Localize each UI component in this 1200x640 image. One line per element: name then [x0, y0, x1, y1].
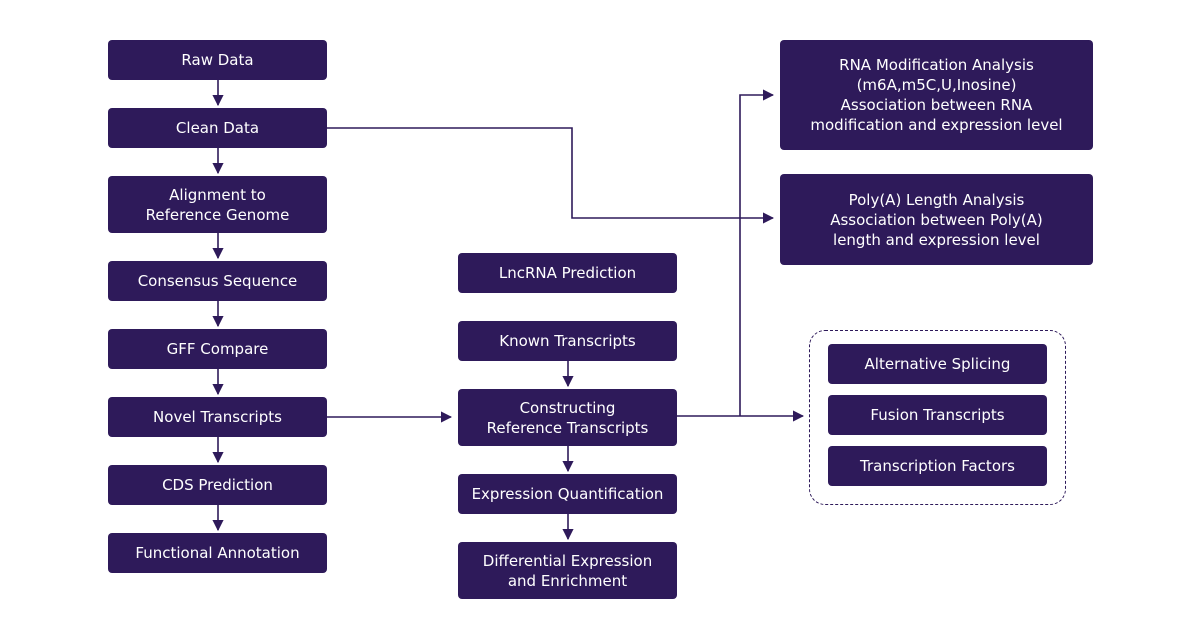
cds-prediction-label: CDS Prediction [162, 476, 273, 494]
constructing-reference-box: Constructing Reference Transcripts [458, 389, 677, 446]
novel-transcripts-box: Novel Transcripts [108, 397, 327, 437]
consensus-sequence-label: Consensus Sequence [137, 272, 298, 290]
lncrna-prediction-label: LncRNA Prediction [498, 264, 637, 282]
expression-quantification-label: Expression Quantification [471, 485, 664, 503]
polya-length-label: Poly(A) Length Analysis Association betw… [830, 190, 1043, 249]
consensus-sequence-box: Consensus Sequence [108, 261, 327, 301]
constructing-reference-label: Constructing Reference Transcripts [486, 398, 649, 437]
alternative-splicing-label: Alternative Splicing [864, 355, 1011, 373]
analysis-group [809, 330, 1066, 505]
alignment-box: Alignment to Reference Genome [108, 176, 327, 233]
cds-prediction-box: CDS Prediction [108, 465, 327, 505]
known-transcripts-box: Known Transcripts [458, 321, 677, 361]
arrow-constructing-to-rna-modification [739, 89, 775, 416]
gff-compare-box: GFF Compare [108, 329, 327, 369]
differential-expression-label: Differential Expression and Enrichment [482, 551, 653, 590]
polya-length-box: Poly(A) Length Analysis Association betw… [780, 174, 1093, 265]
alternative-splicing-box: Alternative Splicing [828, 344, 1047, 384]
fusion-transcripts-label: Fusion Transcripts [870, 406, 1005, 424]
clean-data-label: Clean Data [175, 119, 260, 137]
gff-compare-label: GFF Compare [166, 340, 269, 358]
novel-transcripts-label: Novel Transcripts [153, 408, 282, 426]
arrow-clean-to-polya [327, 127, 775, 224]
rna-modification-label: RNA Modification Analysis (m6A,m5C,U,Ino… [810, 56, 1063, 134]
fusion-transcripts-box: Fusion Transcripts [828, 395, 1047, 435]
rna-modification-box: RNA Modification Analysis (m6A,m5C,U,Ino… [780, 40, 1093, 150]
raw-data-box: Raw Data [108, 40, 327, 80]
differential-expression-box: Differential Expression and Enrichment [458, 542, 677, 599]
functional-annotation-label: Functional Annotation [135, 544, 300, 562]
alignment-label: Alignment to Reference Genome [145, 185, 290, 224]
lncrna-prediction-box: LncRNA Prediction [458, 253, 677, 293]
transcription-factors-box: Transcription Factors [828, 446, 1047, 486]
raw-data-label: Raw Data [181, 51, 254, 69]
functional-annotation-box: Functional Annotation [108, 533, 327, 573]
transcription-factors-label: Transcription Factors [860, 457, 1015, 475]
expression-quantification-box: Expression Quantification [458, 474, 677, 514]
known-transcripts-label: Known Transcripts [499, 332, 636, 350]
clean-data-box: Clean Data [108, 108, 327, 148]
